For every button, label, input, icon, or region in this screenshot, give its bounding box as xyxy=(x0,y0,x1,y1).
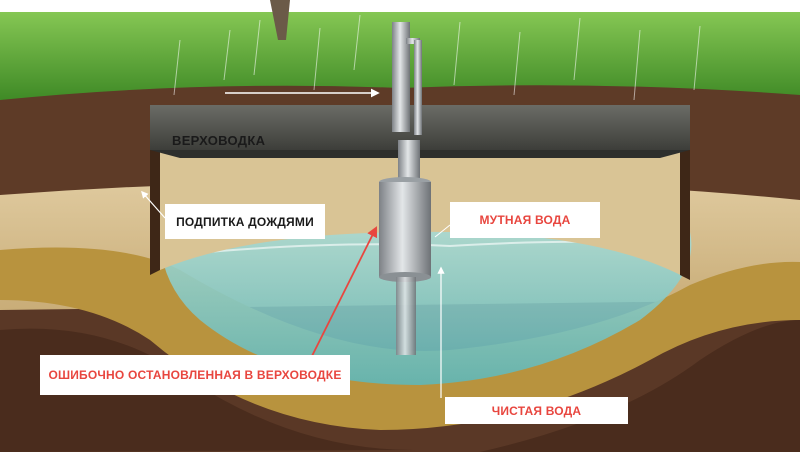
clean-water-label: ЧИСТАЯ ВОДА xyxy=(445,397,628,424)
sky-strip xyxy=(0,0,800,12)
excavation-wall-right xyxy=(680,110,690,280)
well-pipe xyxy=(379,22,431,355)
turbid-water-label: МУТНАЯ ВОДА xyxy=(450,202,600,238)
bottom-soil-right xyxy=(480,320,800,452)
tree-trunk-icon xyxy=(270,0,290,40)
mistakenly-stopped-label: ОШИБОЧНО ОСТАНОВЛЕННАЯ В ВЕРХОВОДКЕ xyxy=(40,355,350,395)
aquifer-water xyxy=(160,227,692,385)
turbid-water-pointer xyxy=(434,224,451,238)
rain-recharge-pointer xyxy=(141,190,166,219)
stopped-well-pointer xyxy=(309,226,377,361)
perched-water-label: ВЕРХОВОДКА xyxy=(172,133,266,148)
rain-recharge-label: ПОДПИТКА ДОЖДЯМИ xyxy=(165,204,325,239)
rain-streaks-icon xyxy=(173,14,701,101)
